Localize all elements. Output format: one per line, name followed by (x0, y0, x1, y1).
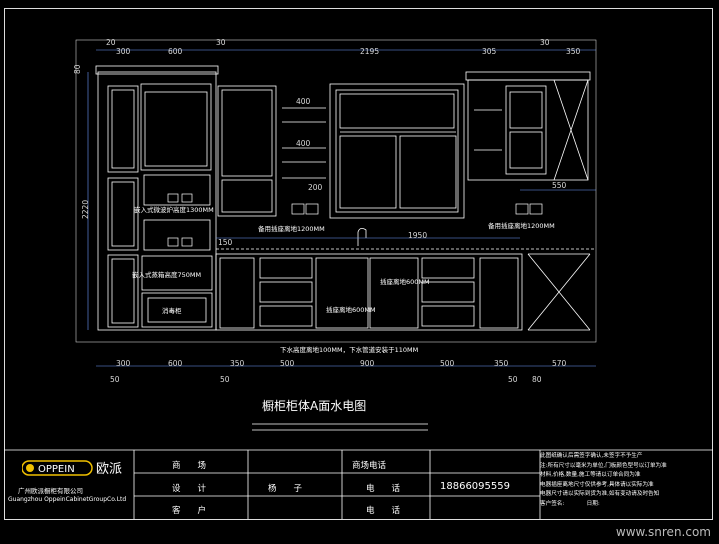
company-cn: 广州欧派橱柜有限公司 (18, 487, 83, 495)
row3-label: 客 户 (172, 506, 207, 516)
bottom-small-0: 50 (110, 375, 120, 384)
bottom-dim-3: 500 (280, 359, 295, 368)
row1-phone-label: 商场电话 (352, 461, 387, 471)
top-dim-7: 350 (566, 47, 581, 56)
note-line: 客户签名: 日期: (540, 500, 600, 507)
note-steam: 嵌入式蒸箱高度750MM (132, 270, 201, 279)
top-dim-4: 2195 (360, 47, 379, 56)
note-socket-low1: 插座离地600MM (380, 277, 430, 286)
designer-name: 杨 子 (268, 484, 303, 494)
bottom-small-2: 50 (508, 375, 518, 384)
shelf-dim-0: 400 (296, 97, 311, 106)
note-oven: 嵌入式微波炉高度1300MM (134, 205, 214, 214)
left-dim-1: 2220 (81, 200, 90, 219)
drawing-frame (4, 8, 713, 520)
shelf-dim-2: 200 (308, 183, 323, 192)
top-dim-2: 600 (168, 47, 183, 56)
oppein-logo: OPPEIN 欧派 (22, 460, 122, 477)
bottom-small-3: 80 (532, 375, 542, 384)
right-dim: 550 (552, 181, 567, 190)
bottom-dim-2: 350 (230, 359, 245, 368)
brand-text: OPPEIN (38, 464, 75, 475)
drawing-title: 橱柜柜体A面水电图 (262, 399, 367, 413)
designer-phone: 18866095559 (440, 481, 510, 492)
brand-cn: 欧派 (96, 462, 122, 477)
top-dim-3: 30 (216, 38, 226, 47)
note-line: 材料,价格,数量,施工等请以订单合同为准 (540, 472, 641, 479)
note-socket-low2: 插座离地600MM (326, 305, 376, 314)
bottom-small-1: 50 (220, 375, 230, 384)
note-socket-right: 备用插座离地1200MM (488, 221, 555, 230)
watermark: www.snren.com (615, 525, 711, 539)
bottom-dim-7: 570 (552, 359, 567, 368)
top-dim-0: 20 (106, 38, 116, 47)
note-drain: 下水高度离地100MM，下水管道安装于110MM (280, 345, 418, 354)
note-socket-left: 备用插座离地1200MM (258, 224, 325, 233)
top-dim-1: 300 (116, 47, 131, 56)
row2-label: 设 计 (172, 484, 207, 494)
note-disinfect: 消毒柜 (162, 306, 182, 315)
note-line: 电器尺寸请以实际到货为准,如有变动请及时告知 (540, 491, 660, 498)
row2-phone-label: 电 话 (366, 484, 401, 494)
top-dim-6: 30 (540, 38, 550, 47)
title-block-notes: 此图纸确认后需签字确认,未签字不予生产 注:所有尺寸以毫米为单位,门板颜色型号以… (540, 452, 708, 510)
top-dim-5: 305 (482, 47, 497, 56)
note-line: 注:所有尺寸以毫米为单位,门板颜色型号以订单为准 (540, 462, 667, 469)
bottom-dim-6: 350 (494, 359, 509, 368)
bottom-dim-4: 900 (360, 359, 375, 368)
bottom-dim-0: 300 (116, 359, 131, 368)
note-line: 此图纸确认后需签字确认,未签字不予生产 (540, 453, 643, 459)
right-small-dim: 150 (218, 238, 233, 247)
shelf-dim-1: 400 (296, 139, 311, 148)
note-line: 电器插座离地尺寸仅供参考,具体请以实际为准 (540, 481, 654, 488)
counter-dim: 1950 (408, 231, 427, 240)
bottom-dim-1: 600 (168, 359, 183, 368)
row1-label: 商 场 (172, 461, 207, 471)
left-dim-0: 80 (73, 64, 82, 74)
bottom-dim-5: 500 (440, 359, 455, 368)
company-en: Guangzhou OppeinCabinetGroupCo.Ltd (8, 496, 127, 503)
row3-phone-label: 电 话 (366, 506, 401, 516)
